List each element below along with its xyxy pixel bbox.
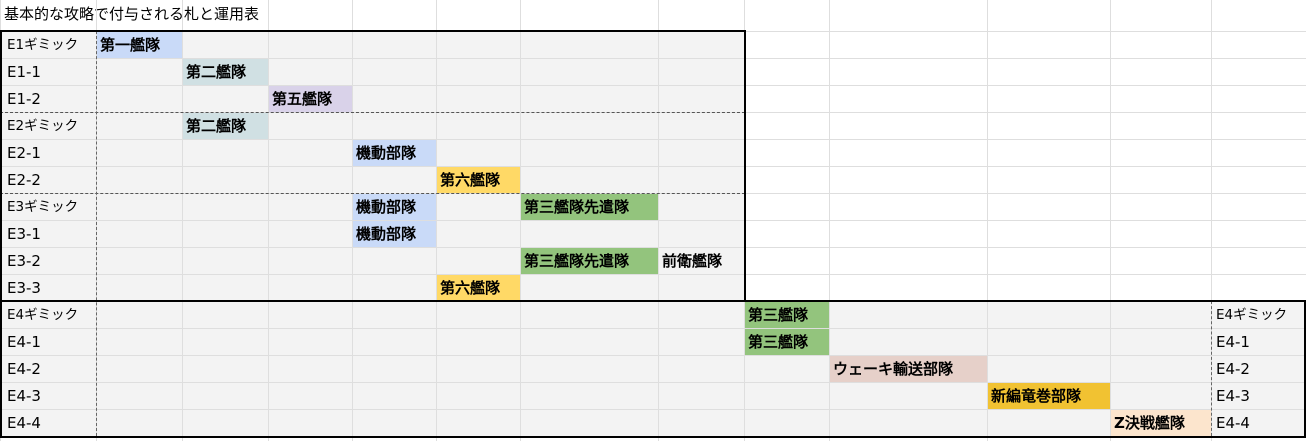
stage-label[interactable]: E3-1 — [7, 225, 41, 243]
grid-col-line — [987, 0, 988, 441]
grid-row-line — [0, 409, 1306, 410]
stage-label-right[interactable]: E4-4 — [1216, 414, 1250, 432]
fleet-tag[interactable]: 機動部隊 — [353, 194, 436, 220]
fleet-tag[interactable]: ウェーキ輸送部隊 — [830, 356, 987, 382]
stage-label[interactable]: E4-4 — [7, 414, 41, 432]
fleet-tag[interactable]: 第三艦隊先遣隊 — [521, 194, 658, 220]
grid-col-line — [1110, 0, 1111, 441]
grid-row-line — [0, 166, 1306, 167]
stage-label[interactable]: E4-1 — [7, 333, 41, 351]
grid-row-line — [0, 58, 1306, 59]
stage-label[interactable]: E1ギミック — [7, 37, 79, 53]
stage-label[interactable]: E3-2 — [7, 252, 41, 270]
stage-label[interactable]: E3ギミック — [7, 199, 79, 215]
e2-e3-separator — [0, 193, 745, 194]
grid-col-line — [0, 0, 1, 441]
fleet-tag[interactable]: 第三艦隊先遣隊 — [521, 248, 658, 274]
grid-row-line — [0, 355, 1306, 356]
fleet-tag[interactable]: 第六艦隊 — [437, 275, 520, 301]
stage-label[interactable]: E1-2 — [7, 90, 41, 108]
sheet-title[interactable]: 基本的な攻略で付与される札と運用表 — [4, 5, 260, 23]
grid-row-line — [0, 274, 1306, 275]
grid-col-line — [182, 0, 183, 441]
stage-label[interactable]: E2-1 — [7, 144, 41, 162]
grid-col-line — [268, 0, 269, 441]
stage-label[interactable]: E2ギミック — [7, 118, 79, 134]
e1-e2-separator — [0, 112, 745, 113]
grid-col-line — [520, 0, 521, 441]
stage-label[interactable]: E1-1 — [7, 63, 41, 81]
fleet-tag[interactable]: 第三艦隊 — [745, 302, 829, 328]
stage-label[interactable]: E4-2 — [7, 360, 41, 378]
fleet-tag[interactable]: 新編竜巻部隊 — [988, 383, 1110, 409]
grid-col-line — [829, 0, 830, 441]
fleet-tag[interactable]: Z決戦艦隊 — [1111, 410, 1211, 436]
stage-label-right[interactable]: E4-1 — [1216, 333, 1250, 351]
grid-row-line — [0, 85, 1306, 86]
grid-col-line — [352, 0, 353, 441]
stage-label-right[interactable]: E4-2 — [1216, 360, 1250, 378]
fleet-tag[interactable]: 第三艦隊 — [745, 329, 829, 355]
stage-label[interactable]: E3-3 — [7, 279, 41, 297]
fleet-tag[interactable]: 第一艦隊 — [97, 32, 182, 58]
grid-row-line — [0, 328, 1306, 329]
right-label-column-separator — [1211, 301, 1212, 436]
grid-col-line — [436, 0, 437, 441]
stage-label[interactable]: E2-2 — [7, 171, 41, 189]
fleet-tag[interactable]: 第六艦隊 — [437, 167, 520, 193]
fleet-tag[interactable]: 第五艦隊 — [269, 86, 352, 112]
stage-label[interactable]: E4ギミック — [7, 307, 79, 323]
fleet-tag[interactable]: 第二艦隊 — [183, 113, 268, 139]
label-column-separator — [96, 31, 97, 436]
grid-row-line — [0, 382, 1306, 383]
grid-col-line — [744, 0, 745, 441]
stage-label-right[interactable]: E4ギミック — [1216, 307, 1288, 323]
fleet-tag[interactable]: 前衛艦隊 — [659, 248, 744, 274]
grid-col-line — [658, 0, 659, 441]
grid-row-line — [0, 247, 1306, 248]
stage-label-right[interactable]: E4-3 — [1216, 387, 1250, 405]
grid-row-line — [0, 220, 1306, 221]
fleet-tag[interactable]: 第二艦隊 — [183, 59, 268, 85]
fleet-tag[interactable]: 機動部隊 — [353, 140, 436, 166]
stage-label[interactable]: E4-3 — [7, 387, 41, 405]
fleet-tag[interactable]: 機動部隊 — [353, 221, 436, 247]
lower-block-fill — [0, 301, 1306, 436]
grid-row-line — [0, 139, 1306, 140]
grid-col-line — [1211, 0, 1212, 441]
